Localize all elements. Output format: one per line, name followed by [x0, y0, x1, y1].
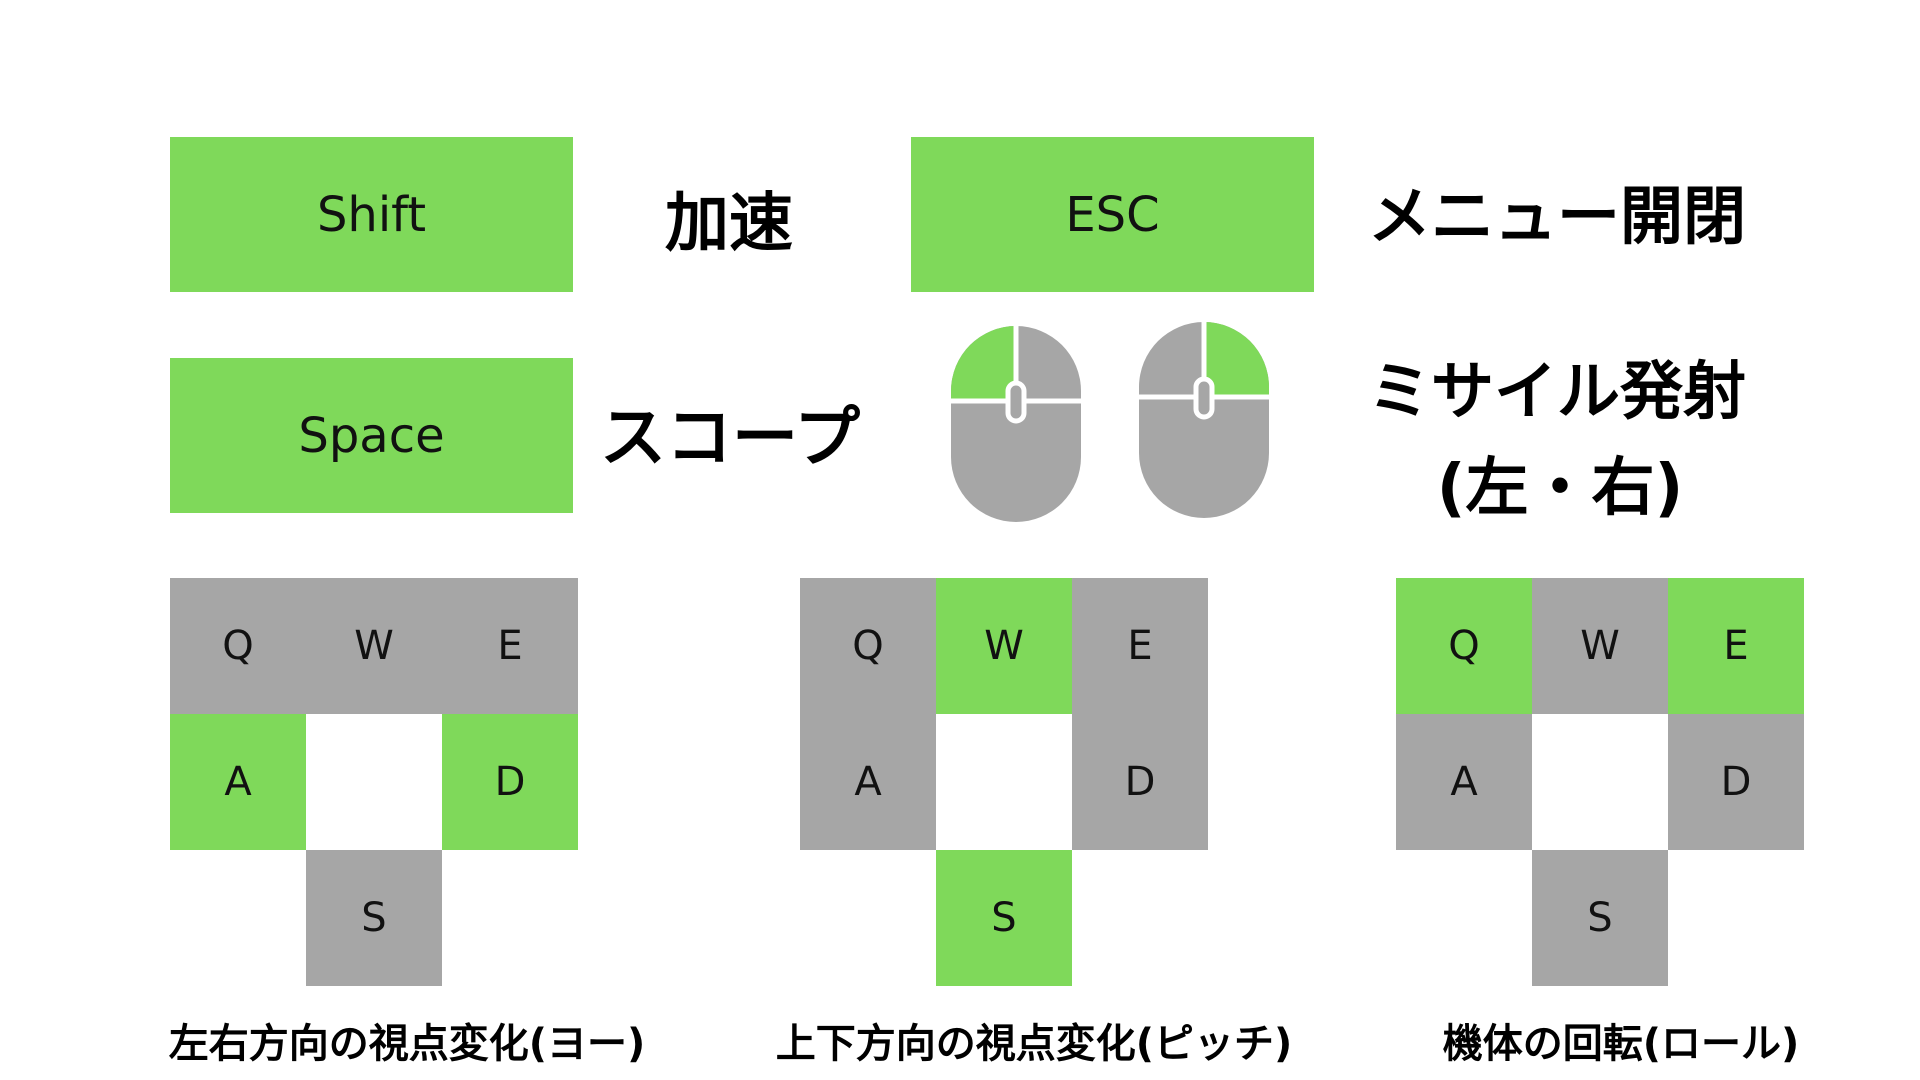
- key-d: D: [1668, 714, 1804, 850]
- key-s: S: [306, 850, 442, 986]
- mouse-action-label: ミサイル発射: [1368, 355, 1746, 428]
- esc-key: ESC: [911, 137, 1314, 292]
- key-w: W: [306, 578, 442, 714]
- shift-key-label: Shift: [316, 186, 427, 243]
- esc-action-label: メニュー開閉: [1368, 180, 1746, 253]
- left-mouse-icon: [949, 324, 1083, 522]
- right-mouse-icon: [1137, 320, 1271, 518]
- key-e: E: [442, 578, 578, 714]
- mouse-action-sub-label: (左・右): [1436, 451, 1684, 524]
- key-q: Q: [170, 578, 306, 714]
- key-q: Q: [800, 578, 936, 714]
- key-q: Q: [1396, 578, 1532, 714]
- key-e: E: [1072, 578, 1208, 714]
- key-s: S: [1532, 850, 1668, 986]
- key-s: S: [936, 850, 1072, 986]
- esc-key-label: ESC: [1065, 186, 1160, 243]
- space-key: Space: [170, 358, 573, 513]
- roll-caption: 機体の回転(ロール): [1442, 1021, 1800, 1067]
- space-key-label: Space: [298, 407, 445, 464]
- space-action-label: スコープ: [600, 399, 861, 476]
- pitch-caption: 上下方向の視点変化(ピッチ): [775, 1021, 1293, 1067]
- yaw-caption: 左右方向の視点変化(ヨー): [168, 1021, 646, 1067]
- key-d: D: [442, 714, 578, 850]
- shift-action-label: 加速: [665, 187, 793, 261]
- key-a: A: [1396, 714, 1532, 850]
- key-w: W: [936, 578, 1072, 714]
- key-a: A: [800, 714, 936, 850]
- key-a: A: [170, 714, 306, 850]
- shift-key: Shift: [170, 137, 573, 292]
- key-w: W: [1532, 578, 1668, 714]
- key-e: E: [1668, 578, 1804, 714]
- key-d: D: [1072, 714, 1208, 850]
